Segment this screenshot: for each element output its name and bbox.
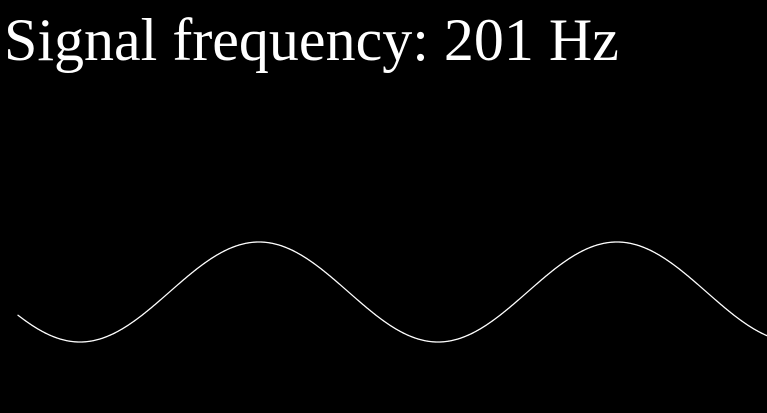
signal-frequency-label: Signal frequency: 201 Hz: [4, 7, 619, 73]
sine-waveform: [17, 241, 767, 343]
